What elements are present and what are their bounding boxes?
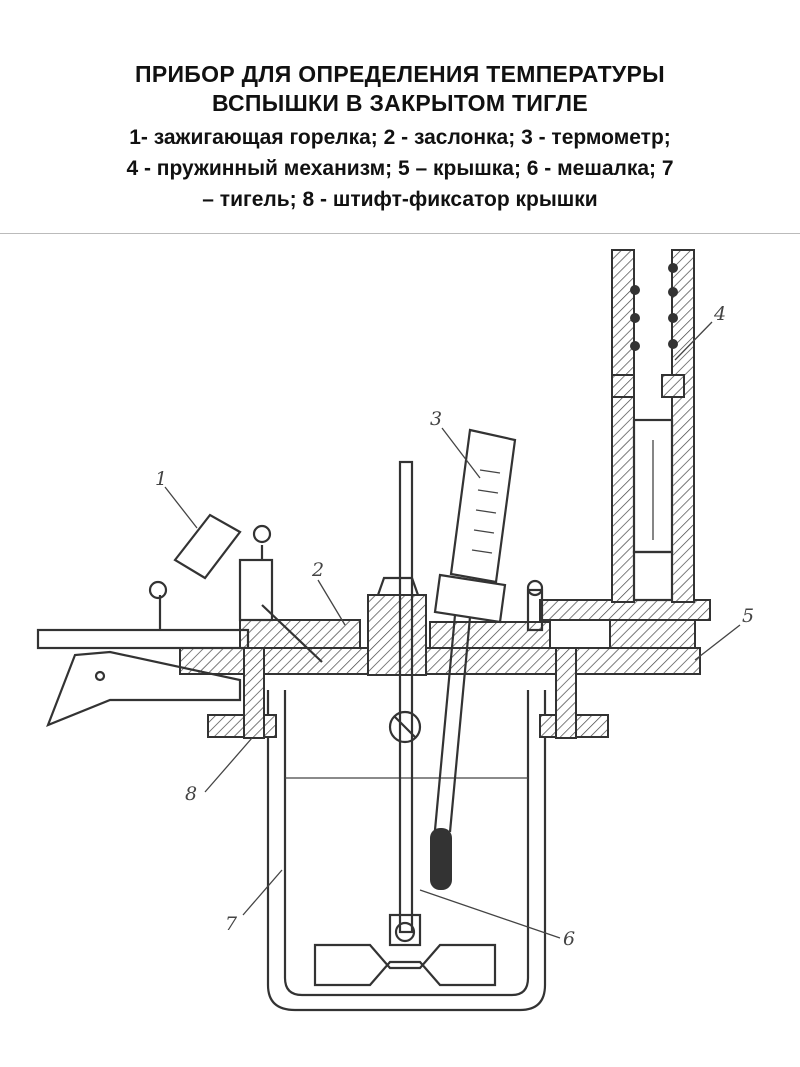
thermometer — [430, 428, 517, 890]
legend-line-2: 4 - пружинный механизм; 5 – крышка; 6 - … — [126, 157, 674, 180]
crucible — [266, 690, 547, 1012]
lid-post — [526, 579, 544, 632]
locating-pins — [243, 647, 577, 739]
lid — [179, 599, 711, 675]
callout-8: 8 — [185, 783, 197, 805]
callout-1: 1 — [155, 468, 167, 490]
thermometer-bulb — [430, 828, 452, 890]
ignition-burner — [148, 513, 323, 663]
callout-5: 5 — [742, 605, 754, 627]
title-line-1: ПРИБОР ДЛЯ ОПРЕДЕЛЕНИЯ ТЕМПЕРАТУРЫ — [135, 61, 665, 87]
legend-line-1: 1- зажигающая горелка; 2 - заслонка; 3 -… — [129, 126, 671, 149]
diagram-legend: 1- зажигающая горелка; 2 - заслонка; 3 -… — [0, 122, 800, 215]
callout-7: 7 — [225, 913, 238, 935]
callout-4: 4 — [713, 303, 726, 325]
lever-plate — [36, 628, 250, 727]
callout-6: 6 — [563, 928, 575, 950]
shutter-hub — [367, 576, 427, 676]
header-divider — [0, 233, 800, 234]
coil-spring — [630, 263, 678, 351]
callouts: 1 2 3 4 5 6 7 8 — [155, 303, 754, 950]
spring-mechanism — [611, 249, 695, 603]
callout-2: 2 — [311, 559, 324, 581]
diagram-header: ПРИБОР ДЛЯ ОПРЕДЕЛЕНИЯ ТЕМПЕРАТУРЫ ВСПЫШ… — [0, 60, 800, 215]
legend-line-3: – тигель; 8 - штифт-фиксатор крышки — [202, 188, 598, 211]
title-line-2: ВСПЫШКИ В ЗАКРЫТОМ ТИГЛЕ — [211, 90, 589, 116]
callout-3: 3 — [430, 408, 442, 430]
crucible-flange — [207, 714, 609, 738]
diagram-title: ПРИБОР ДЛЯ ОПРЕДЕЛЕНИЯ ТЕМПЕРАТУРЫ ВСПЫШ… — [0, 60, 800, 118]
stirrer — [313, 460, 497, 987]
